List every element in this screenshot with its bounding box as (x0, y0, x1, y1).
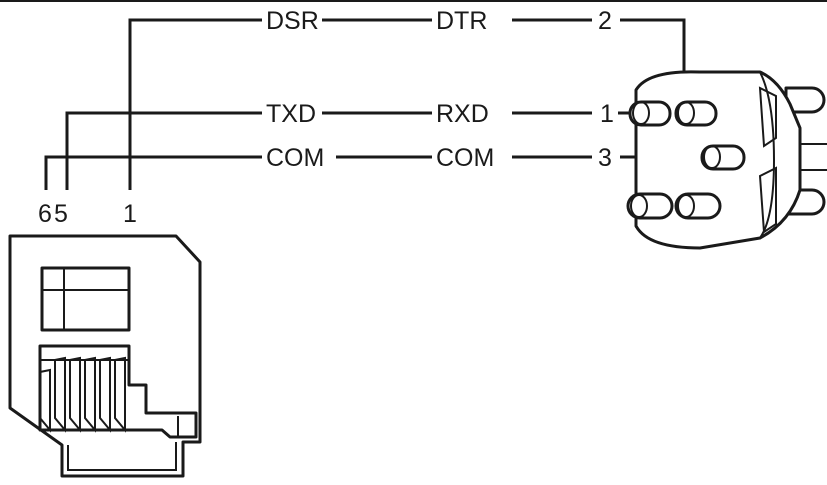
label-txd: TXD (266, 100, 316, 128)
round-connector-icon (626, 70, 827, 250)
rj-pin-6-label: 6 (38, 200, 52, 228)
connector-pin-2-icon (674, 100, 718, 127)
rj-pin-1-label: 1 (123, 200, 137, 228)
wire-com-left (44, 155, 262, 190)
label-dtr: DTR (436, 7, 487, 35)
label-dsr: DSR (266, 7, 319, 35)
label-pin-2: 2 (598, 7, 612, 35)
wire-txd-left (65, 111, 262, 190)
rj-plug-icon (8, 234, 202, 478)
connector-pin-5-icon (674, 192, 722, 220)
label-rxd: RXD (436, 100, 489, 128)
label-pin-1: 1 (600, 100, 614, 128)
label-com-left: COM (266, 144, 324, 172)
rj-pin-5-label: 5 (54, 200, 68, 228)
connector-pin-4-icon (626, 192, 674, 220)
label-com-right: COM (436, 144, 494, 172)
wire-dsr-left (128, 18, 262, 190)
connector-pin-1-icon (628, 100, 672, 127)
connector-pin-3-icon (700, 144, 746, 171)
label-pin-3: 3 (598, 144, 612, 172)
